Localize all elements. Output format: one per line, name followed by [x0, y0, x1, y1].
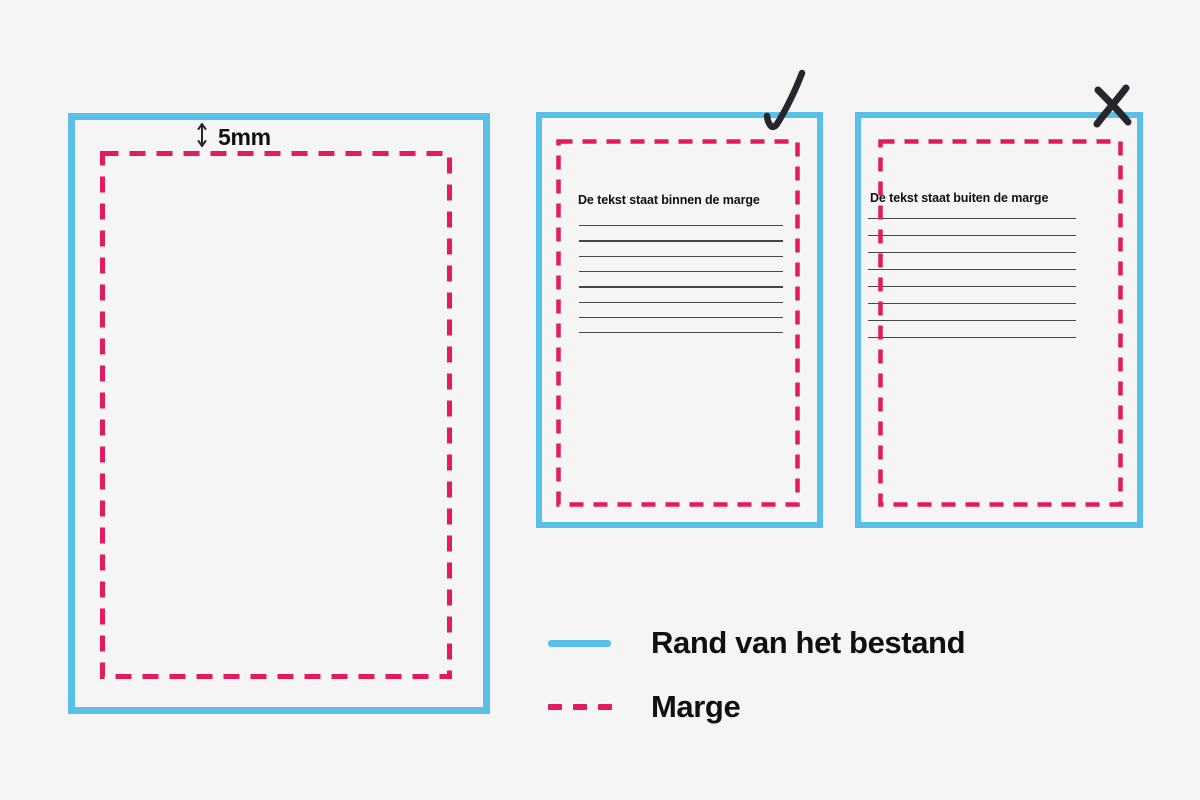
text-line	[868, 337, 1076, 339]
margin-dimension-arrow-icon	[197, 123, 207, 147]
page-text-inside-margin: De tekst staat binnen de marge	[536, 112, 823, 528]
text-line	[868, 269, 1076, 271]
margin-dashed-rect	[878, 139, 1123, 507]
x-icon	[1093, 84, 1132, 128]
large-page-example: 5mm	[68, 113, 490, 714]
text-line	[579, 286, 783, 288]
text-line	[579, 316, 783, 319]
text-line	[579, 225, 783, 227]
text-line	[579, 240, 783, 242]
legend-label-file-edge: Rand van het bestand	[651, 625, 966, 660]
text-line	[579, 270, 783, 273]
text-lines	[579, 225, 783, 345]
page-caption: De tekst staat buiten de marge	[870, 191, 1049, 205]
text-line	[868, 252, 1076, 254]
text-line	[868, 218, 1076, 220]
margin-size-label: 5mm	[218, 124, 271, 150]
text-line	[579, 332, 783, 334]
checkmark-icon	[763, 69, 806, 131]
text-line	[579, 255, 783, 257]
margin-dashed-rect	[100, 151, 452, 679]
legend-label-margin: Marge	[651, 689, 741, 724]
margin-dashed-rect	[556, 139, 800, 507]
text-lines	[868, 218, 1076, 353]
margin-swatch	[548, 704, 612, 710]
page-text-outside-margin: De tekst staat buiten de marge	[855, 112, 1143, 528]
text-line	[868, 286, 1076, 288]
text-line	[868, 235, 1076, 237]
text-line	[579, 301, 783, 303]
text-line	[868, 320, 1076, 322]
page-caption: De tekst staat binnen de marge	[578, 193, 760, 207]
file-edge-swatch	[548, 640, 611, 647]
text-line	[868, 303, 1076, 305]
